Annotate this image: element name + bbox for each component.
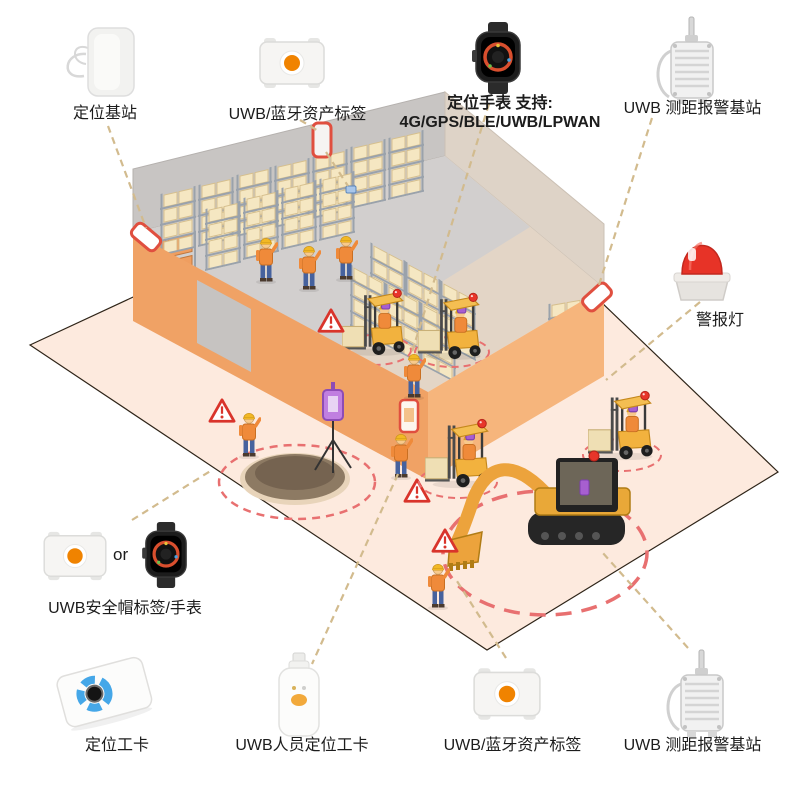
smart-watch-icon <box>468 22 528 99</box>
ranging-station-icon <box>645 15 731 115</box>
ranging-station-bottom-label: UWB 测距报警基站 <box>623 737 762 754</box>
connector-lines <box>106 103 701 665</box>
personnel-card-label: UWB人员定位工卡 <box>235 737 369 754</box>
work-card-icon <box>47 646 162 742</box>
excavator <box>447 450 631 571</box>
asset-tag-top-label: UWB/蓝牙资产标签 <box>228 106 367 123</box>
asset-tag-icon <box>256 36 328 95</box>
personnel-card-icon <box>270 652 328 745</box>
helmet-asset-tag-icon <box>40 530 110 587</box>
or-text: or <box>113 545 129 564</box>
ranging-station-bottom-icon <box>655 648 741 748</box>
ranging-station-top-label: UWB 测距报警基站 <box>623 100 762 117</box>
alarm-light-icon <box>660 220 744 309</box>
work-card-label: 定位工卡 <box>84 737 149 754</box>
tripod-beacon <box>314 382 352 473</box>
helmet-watch-icon <box>138 522 194 593</box>
asset-tag-bottom-label: UWB/蓝牙资产标签 <box>443 737 582 754</box>
helmet-tag-label: UWB安全帽标签/手表 <box>48 600 202 617</box>
anchor-station-icon <box>46 22 158 109</box>
watch-label-line1: 定位手表 支持: <box>447 95 553 112</box>
asset-tag-bottom-icon <box>470 666 544 727</box>
safety-zone <box>414 336 490 368</box>
watch-label-line2: 4G/GPS/BLE/UWB/LPWAN <box>399 114 601 131</box>
door <box>197 280 251 372</box>
anchor-station-label: 定位基站 <box>72 105 137 122</box>
pit <box>217 443 377 521</box>
watch-label: 定位手表 支持: 4G/GPS/BLE/UWB/LPWAN <box>390 94 610 132</box>
anchor-devices <box>129 121 613 434</box>
alarm-light-label: 警报灯 <box>695 312 744 329</box>
